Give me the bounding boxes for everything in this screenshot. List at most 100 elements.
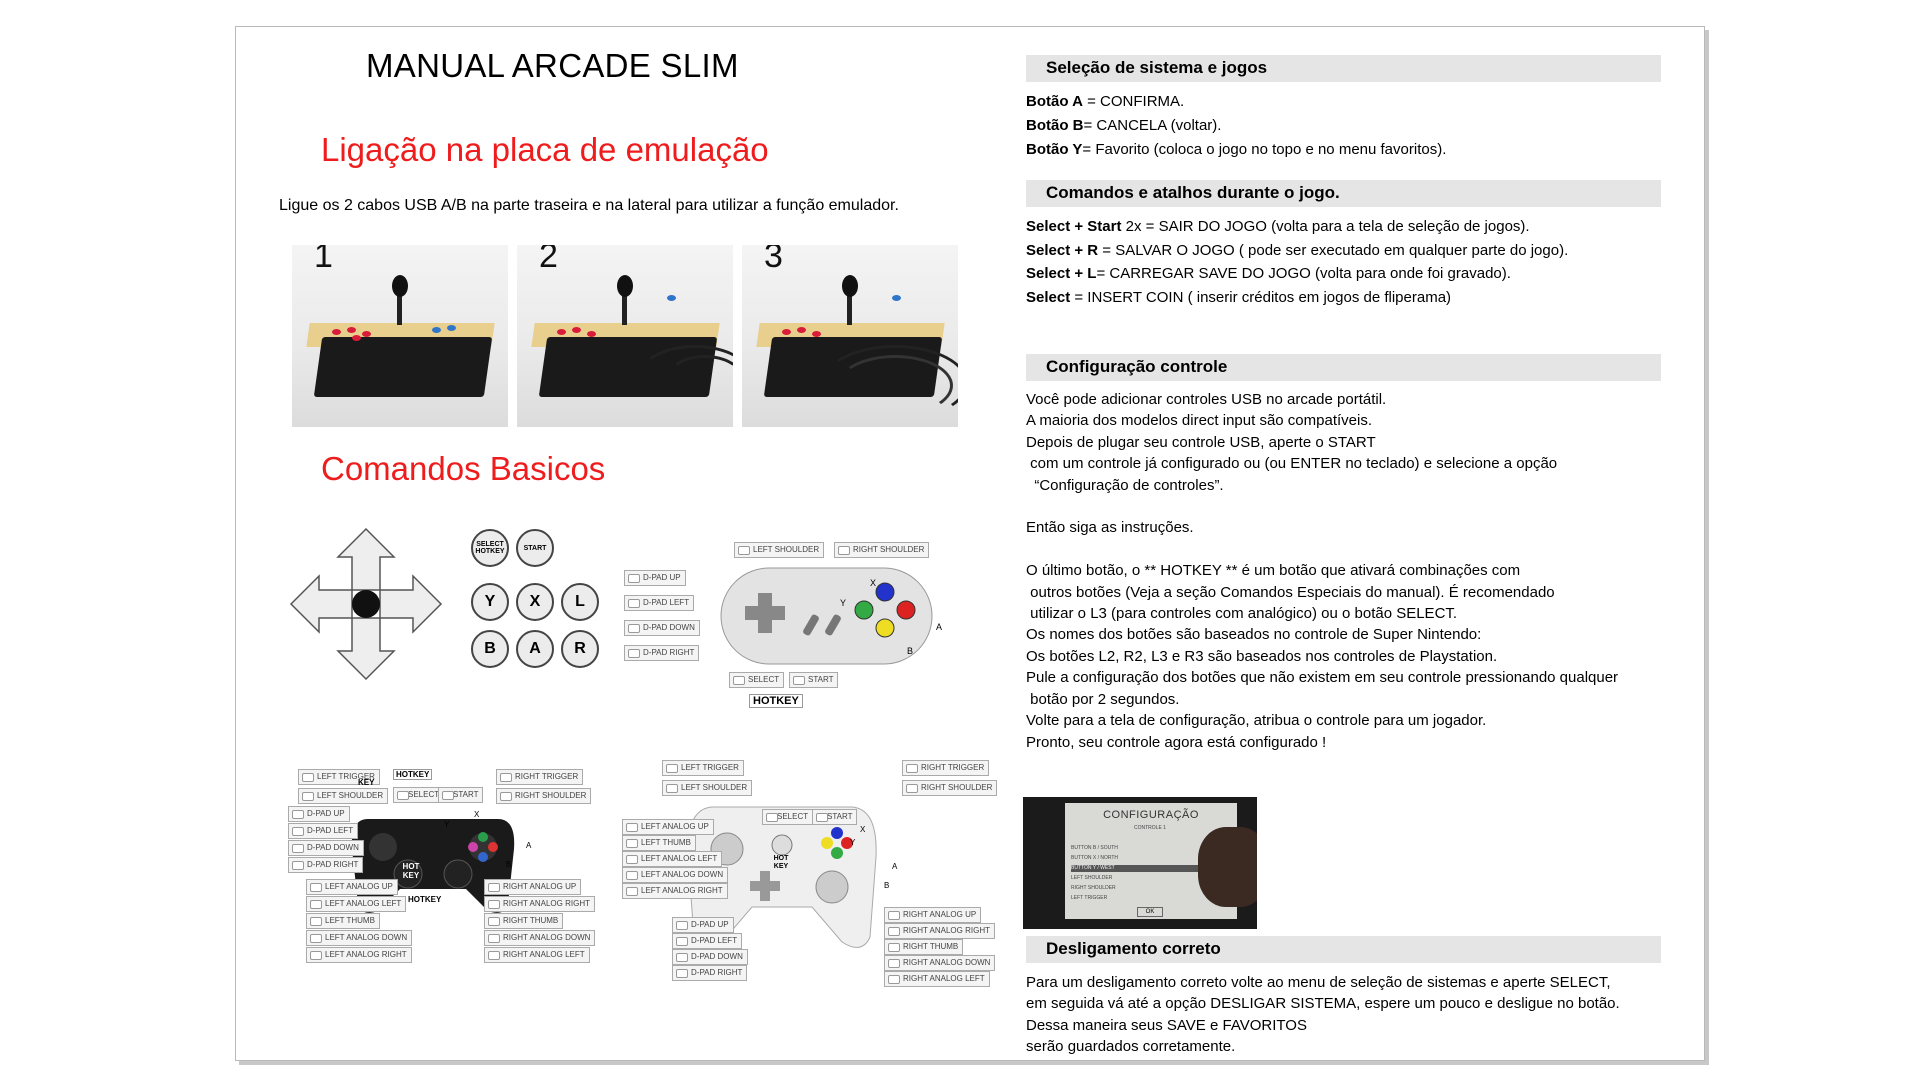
ps-label-left-analog-right: LEFT ANALOG RIGHT xyxy=(306,947,412,963)
xbox-label-dpad-left: D-PAD LEFT xyxy=(672,933,743,949)
ps-label-key: KEY xyxy=(358,778,375,787)
arcade-photo-1: 1 xyxy=(292,245,508,427)
select-hotkey-button-icon: SELECT HOTKEY xyxy=(471,529,509,567)
snes-label-b: B xyxy=(907,646,914,656)
ps-label-select: SELECT xyxy=(393,787,445,803)
xbox-label-x: X xyxy=(860,825,866,834)
snes-label-right-shoulder: RIGHT SHOULDER xyxy=(834,542,930,558)
system-selection-text: Botão A = CONFIRMA. Botão B= CANCELA (vo… xyxy=(1026,93,1447,158)
section-heading: Comandos e atalhos durante o jogo. xyxy=(1046,183,1340,202)
snes-label-start: START xyxy=(789,672,839,688)
ps-label-b: B xyxy=(506,860,512,869)
xbox-label-b: B xyxy=(884,881,890,890)
snes-label-dpad-right: D-PAD RIGHT xyxy=(624,645,700,661)
xbox-label-right-shoulder: RIGHT SHOULDER xyxy=(902,780,998,796)
arcade-photo-2: 2 xyxy=(517,245,733,427)
ps-label-dpad-left: D-PAD LEFT xyxy=(288,823,359,839)
ps-label-right-analog-down: RIGHT ANALOG DOWN xyxy=(484,930,596,946)
snes-label-select: SELECT xyxy=(729,672,785,688)
ps-label-start: START xyxy=(438,787,484,803)
ps-label-hotkey-bottom: HOTKEY xyxy=(408,895,442,904)
snes-controller-diagram: LEFT SHOULDER RIGHT SHOULDER D-PAD UP D-… xyxy=(624,542,1004,717)
ps-label-left-trigger: LEFT TRIGGER xyxy=(298,769,380,785)
ps-label-left-analog-left: LEFT ANALOG LEFT xyxy=(306,896,407,912)
xbox-label-right-analog-down: RIGHT ANALOG DOWN xyxy=(884,955,996,971)
connection-intro: Ligue os 2 cabos USB A/B na parte trasei… xyxy=(279,197,899,214)
section-bar-controller-config: Configuração controle xyxy=(1026,354,1661,381)
xbox-label-right-analog-right: RIGHT ANALOG RIGHT xyxy=(884,923,995,939)
xbox-label-a: A xyxy=(892,862,898,871)
ps-label-right-thumb: RIGHT THUMB xyxy=(484,913,564,929)
photo-number: 3 xyxy=(764,245,783,275)
xbox-label-left-analog-left: LEFT ANALOG LEFT xyxy=(622,851,723,867)
snes-label-y: Y xyxy=(840,598,847,608)
config-screen-photo: CONFIGURAÇÃO CONTROLE 1 BUTTON B / SOUTH… xyxy=(1023,797,1257,929)
xbox-label-left-analog-right: LEFT ANALOG RIGHT xyxy=(622,883,728,899)
controller-config-text: Você pode adicionar controles USB no arc… xyxy=(1026,391,1619,751)
xbox-label-hot-key: HOT KEY xyxy=(773,855,789,870)
snes-controller-icon xyxy=(720,567,933,665)
xbox-label-right-analog-left: RIGHT ANALOG LEFT xyxy=(884,971,990,987)
ps-label-left-shoulder: LEFT SHOULDER xyxy=(298,788,389,804)
xbox-label-right-analog-up: RIGHT ANALOG UP xyxy=(884,907,982,923)
l-button-icon: L xyxy=(561,583,599,621)
xbox-label-left-analog-down: LEFT ANALOG DOWN xyxy=(622,867,729,883)
game-shortcuts-text: Select + Start 2x = SAIR DO JOGO (volta … xyxy=(1026,218,1569,306)
ps-label-right-shoulder: RIGHT SHOULDER xyxy=(496,788,592,804)
ps-label-hotkey-top: HOTKEY xyxy=(393,769,433,780)
r-button-icon: R xyxy=(561,630,599,668)
start-button-icon: START xyxy=(516,529,554,567)
snes-label-dpad-down: D-PAD DOWN xyxy=(624,620,700,636)
dpad-arrows-icon xyxy=(289,527,443,681)
ps-label-hot-key: HOT KEY xyxy=(402,862,420,880)
snes-label-x: X xyxy=(870,578,877,588)
hand-holding-controller xyxy=(1198,827,1257,907)
snes-label-dpad-up: D-PAD UP xyxy=(624,570,686,586)
xbox-label-dpad-right: D-PAD RIGHT xyxy=(672,965,748,981)
snes-label-hotkey: HOTKEY xyxy=(749,694,803,708)
xbox-label-left-trigger: LEFT TRIGGER xyxy=(662,760,744,776)
a-button-icon: A xyxy=(516,630,554,668)
shutdown-text: Para um desligamento correto volte ao me… xyxy=(1026,974,1620,1056)
xbox-label-right-thumb: RIGHT THUMB xyxy=(884,939,964,955)
ps-label-dpad-up: D-PAD UP xyxy=(288,806,350,822)
xbox-label-dpad-up: D-PAD UP xyxy=(672,917,734,933)
section-bar-shutdown: Desligamento correto xyxy=(1026,936,1661,963)
ps-label-x: X xyxy=(474,810,480,819)
snes-label-a: A xyxy=(936,622,943,632)
connection-heading: Ligação na placa de emulação xyxy=(321,131,769,168)
snes-label-left-shoulder: LEFT SHOULDER xyxy=(734,542,825,558)
section-heading: Configuração controle xyxy=(1046,357,1228,376)
xbox-controller-diagram: LEFT TRIGGER LEFT SHOULDER RIGHT TRIGGER… xyxy=(622,747,1002,987)
snes-label-dpad-left: D-PAD LEFT xyxy=(624,595,695,611)
ps-label-left-thumb: LEFT THUMB xyxy=(306,913,380,929)
commands-heading: Comandos Basicos xyxy=(321,450,606,487)
x-button-icon: X xyxy=(516,583,554,621)
xbox-label-start: START xyxy=(812,809,858,825)
ps-label-y: Y xyxy=(444,820,450,829)
ps-label-right-analog-up: RIGHT ANALOG UP xyxy=(484,879,582,895)
xbox-controller-icon xyxy=(687,806,877,948)
xbox-label-left-analog-up: LEFT ANALOG UP xyxy=(622,819,714,835)
y-button-icon: Y xyxy=(471,583,509,621)
xbox-label-y: Y xyxy=(850,838,856,847)
xbox-label-right-trigger: RIGHT TRIGGER xyxy=(902,760,990,776)
photo-number: 2 xyxy=(539,245,558,275)
page-title: MANUAL ARCADE SLIM xyxy=(366,47,739,84)
ps-label-dpad-right: D-PAD RIGHT xyxy=(288,857,364,873)
b-button-icon: B xyxy=(471,630,509,668)
section-bar-game-shortcuts: Comandos e atalhos durante o jogo. xyxy=(1026,180,1661,207)
section-heading: Desligamento correto xyxy=(1046,939,1221,958)
config-screen-title: CONFIGURAÇÃO xyxy=(1103,809,1199,821)
ps-controller-diagram: LEFT TRIGGER LEFT SHOULDER KEY HOTKEY SE… xyxy=(288,769,598,969)
photo-number: 1 xyxy=(314,245,333,275)
ps-label-right-analog-left: RIGHT ANALOG LEFT xyxy=(484,947,590,963)
xbox-label-left-shoulder: LEFT SHOULDER xyxy=(662,780,753,796)
section-heading: Seleção de sistema e jogos xyxy=(1046,58,1268,77)
ps-label-a: A xyxy=(526,841,532,850)
arcade-photo-3: 3 xyxy=(742,245,958,427)
ps-label-dpad-down: D-PAD DOWN xyxy=(288,840,364,856)
ps-label-right-trigger: RIGHT TRIGGER xyxy=(496,769,584,785)
xbox-label-dpad-down: D-PAD DOWN xyxy=(672,949,748,965)
ps-label-left-analog-up: LEFT ANALOG UP xyxy=(306,879,398,895)
